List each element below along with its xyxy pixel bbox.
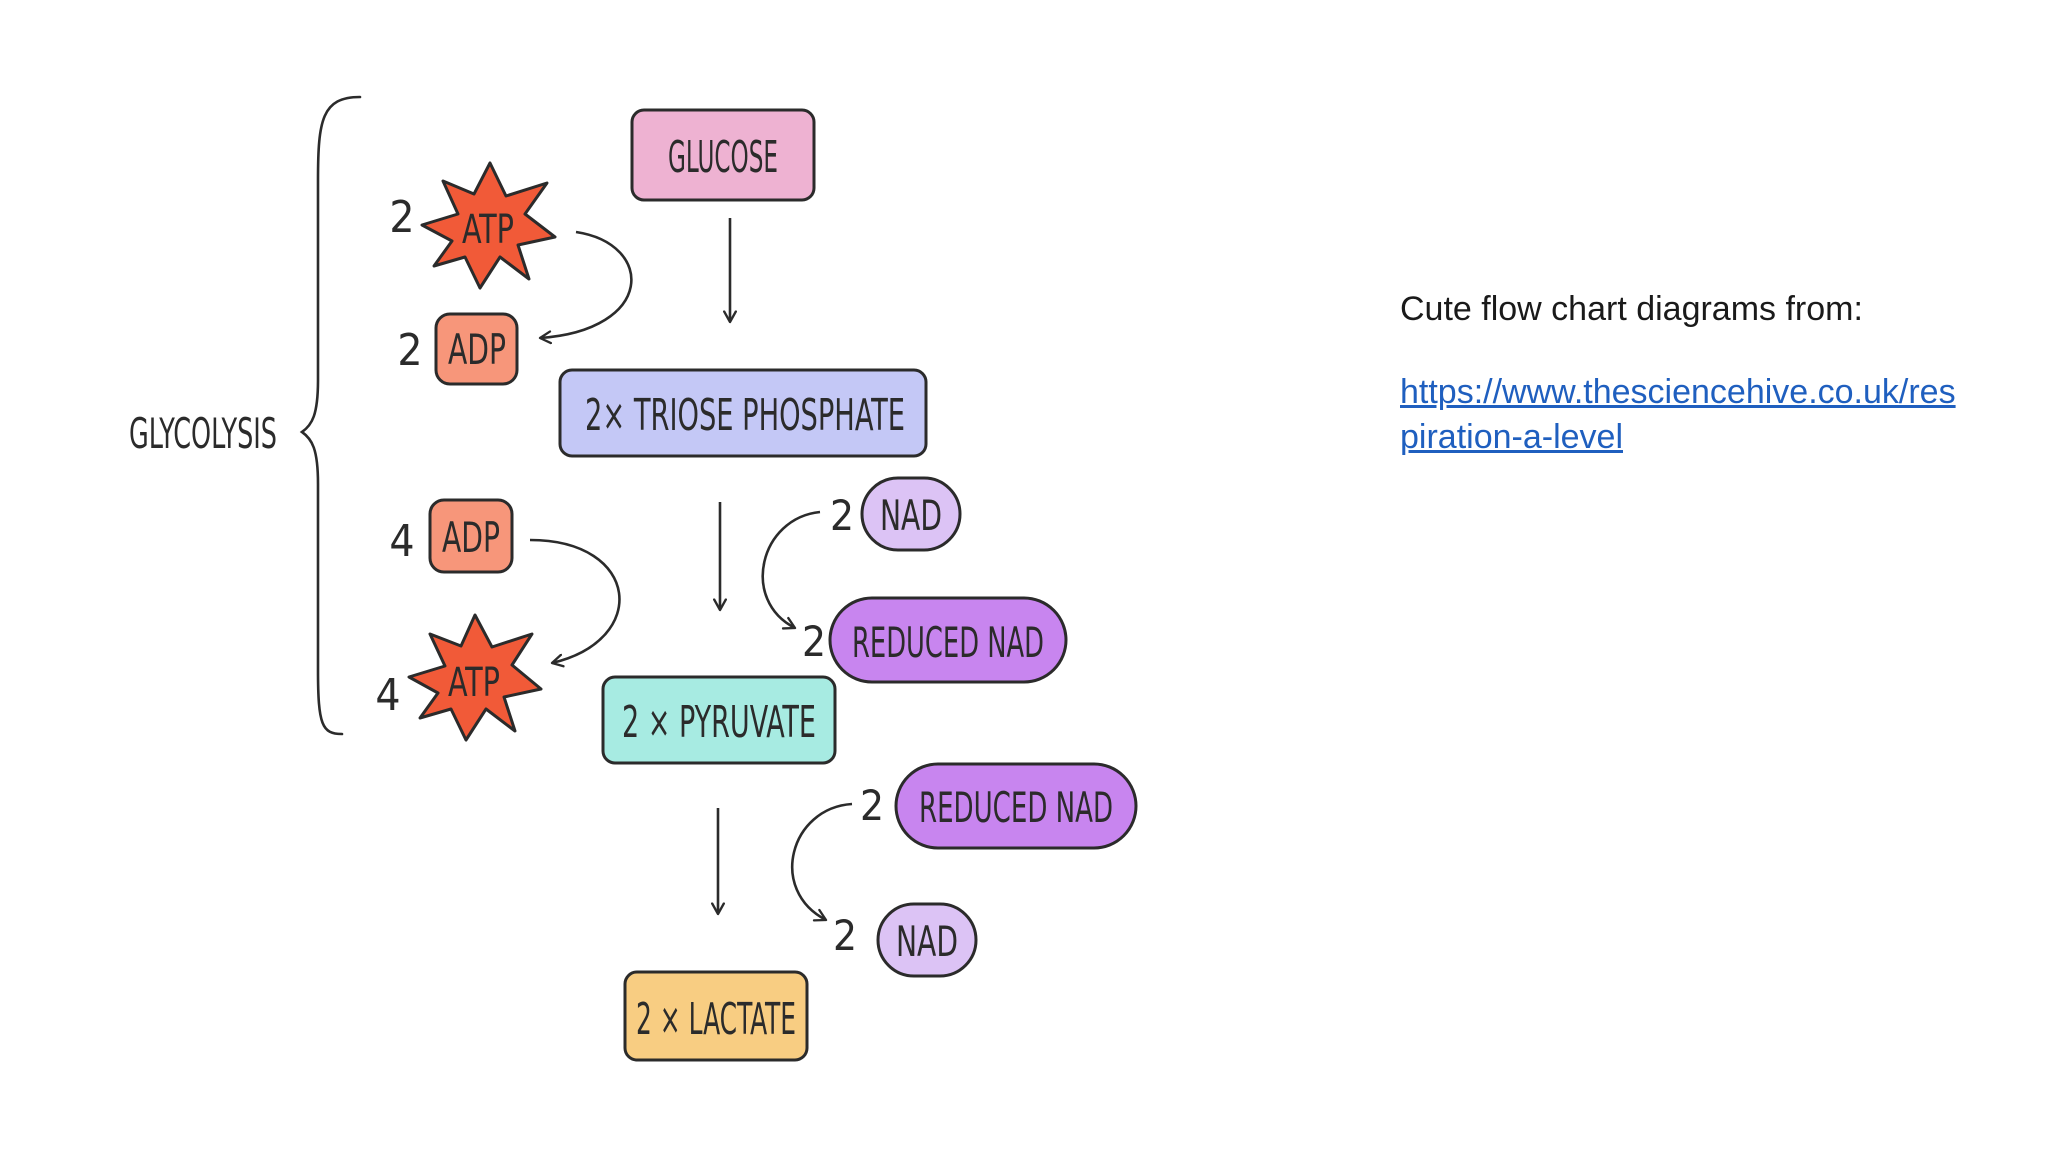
reduced-nad2-coefficient: 2 — [860, 781, 884, 830]
glycolysis-brace — [299, 95, 362, 736]
adp-in-label: ADP — [448, 325, 506, 374]
atp-in-star — [420, 161, 557, 290]
reduced-nad1-label: REDUCED NAD — [852, 618, 1044, 667]
arrow-adp-to-atp — [529, 538, 621, 668]
arrow-nad-to-reduced-nad-1 — [761, 510, 821, 630]
adp-out-label: ADP — [442, 513, 500, 562]
triose-phosphate-label: 2× TRIOSE PHOSPHATE — [585, 390, 905, 441]
nad2-pill — [876, 902, 978, 978]
pyruvate-box — [601, 675, 837, 765]
glucose-box — [630, 108, 816, 202]
reduced-nad2-label: REDUCED NAD — [919, 783, 1113, 832]
source-link[interactable]: https://www.thesciencehive.co.uk/respira… — [1400, 372, 1956, 457]
atp-out-star — [407, 613, 543, 742]
atp-out-label: ATP — [448, 660, 500, 706]
nad1-label: NAD — [880, 491, 942, 540]
nad1-pill — [860, 476, 962, 552]
lactate-box — [623, 970, 809, 1062]
triose-phosphate-box — [558, 368, 928, 458]
adp-out-coefficient: 4 — [389, 516, 414, 567]
reduced-nad1-coefficient: 2 — [802, 617, 826, 666]
reduced-nad2-pill — [894, 762, 1138, 850]
arrow-atp-to-adp — [538, 230, 633, 345]
source-caption: Cute flow chart diagrams from: — [1400, 290, 1863, 328]
adp-out-box — [428, 498, 514, 574]
atp-in-coefficient: 2 — [389, 192, 414, 243]
reduced-nad1-pill — [828, 596, 1068, 684]
source-note: Cute flow chart diagrams from: https://w… — [1400, 286, 1960, 461]
nad1-coefficient: 2 — [830, 491, 854, 540]
nad2-label: NAD — [896, 917, 958, 966]
atp-out-coefficient: 4 — [375, 670, 400, 721]
pyruvate-label: 2 × PYRUVATE — [622, 697, 816, 748]
glycolysis-label: GLYCOLYSIS — [129, 409, 277, 458]
arrow-reduced-nad-to-nad-2 — [790, 802, 853, 922]
glucose-label: GLUCOSE — [668, 132, 778, 183]
nad2-coefficient: 2 — [833, 911, 857, 960]
adp-in-box — [434, 312, 519, 386]
lactate-label: 2 × LACTATE — [636, 994, 796, 1045]
adp-in-coefficient: 2 — [397, 325, 422, 376]
atp-in-label: ATP — [462, 207, 514, 253]
